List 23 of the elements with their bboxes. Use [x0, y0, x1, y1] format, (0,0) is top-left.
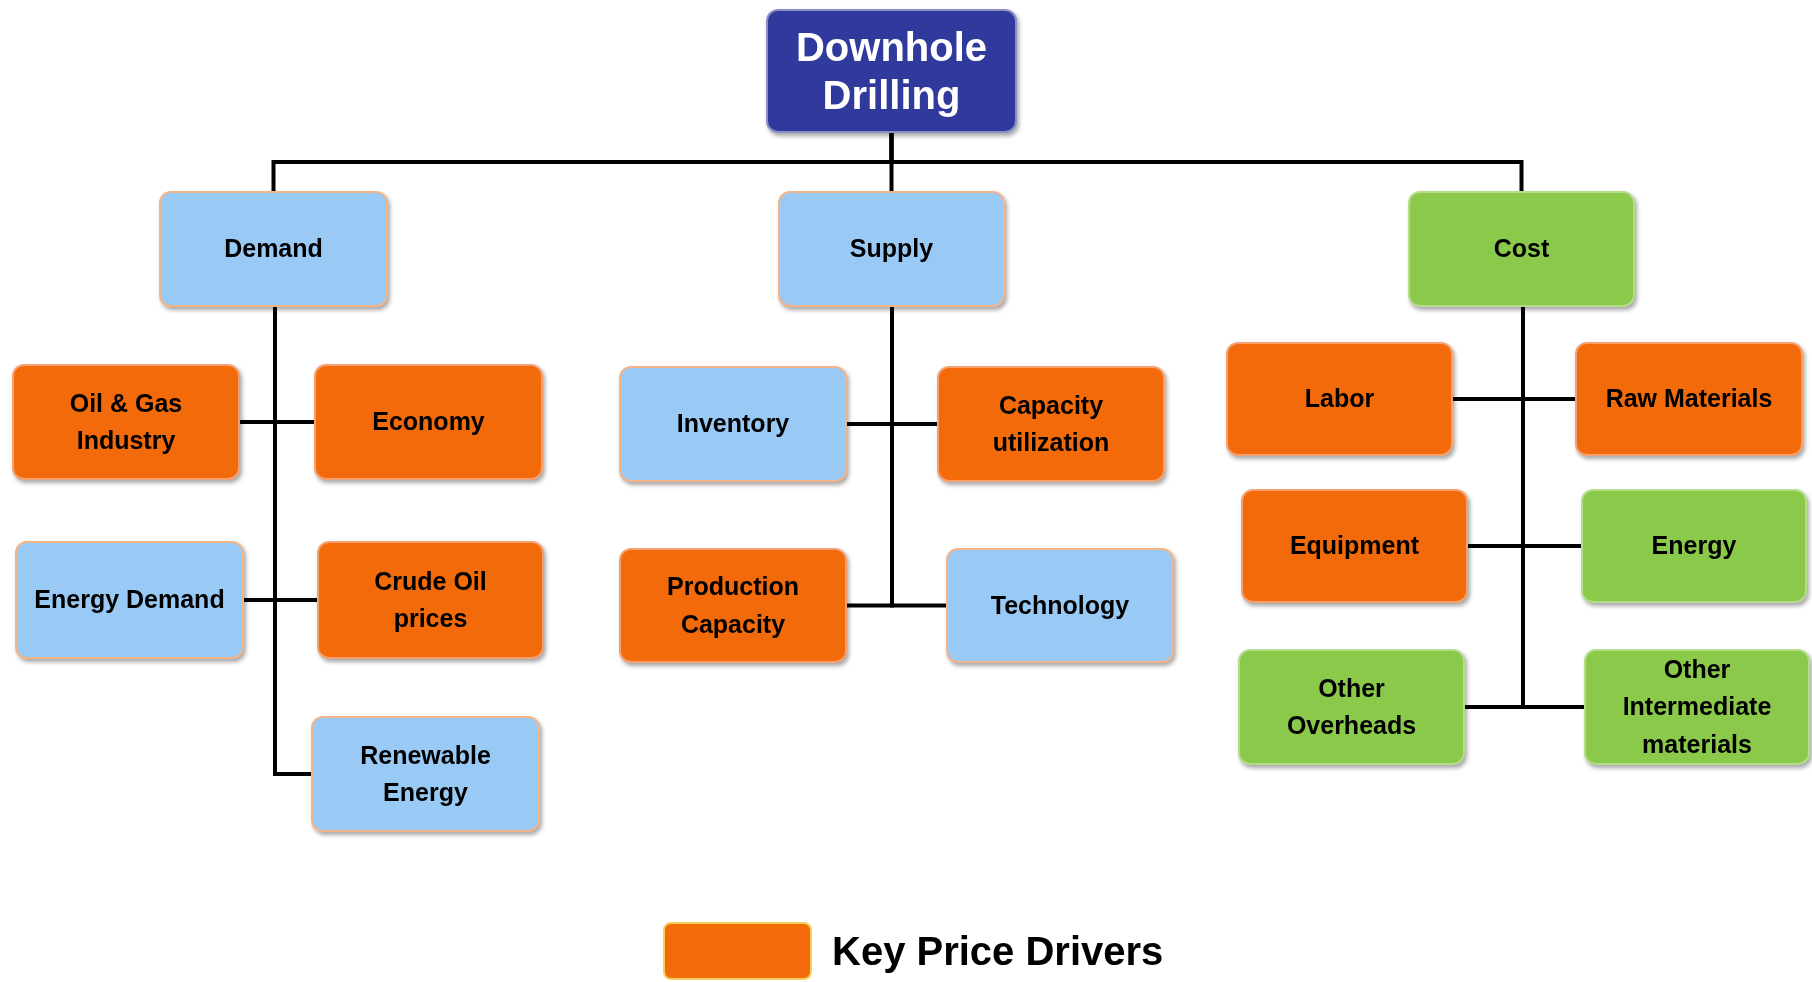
category-box: Supply — [778, 191, 1005, 307]
category-box: Production Capacity — [619, 548, 847, 663]
category-box: Inventory — [619, 366, 847, 482]
legend-label: Key Price Drivers — [832, 928, 1164, 975]
category-box: Oil & Gas Industry — [12, 364, 240, 480]
connector-line — [273, 307, 311, 776]
connector-line — [889, 133, 1524, 191]
category-box: Economy — [314, 364, 543, 480]
title-box: Downhole Drilling — [766, 9, 1017, 133]
category-box: Capacity utilization — [937, 366, 1165, 482]
category-box: Other Intermediate materials — [1584, 649, 1810, 765]
category-box: Labor — [1226, 342, 1453, 456]
category-box: Demand — [159, 191, 388, 307]
category-box: Equipment — [1241, 489, 1468, 603]
category-box: Crude Oil prices — [317, 541, 544, 659]
category-box: Energy — [1581, 489, 1807, 603]
category-box: Energy Demand — [15, 541, 244, 659]
category-box: Other Overheads — [1238, 649, 1465, 765]
category-box: Renewable Energy — [311, 716, 540, 832]
category-box: Raw Materials — [1575, 342, 1803, 456]
category-box: Cost — [1408, 191, 1635, 307]
category-box: Technology — [946, 548, 1174, 663]
connector-line — [1521, 307, 1584, 709]
